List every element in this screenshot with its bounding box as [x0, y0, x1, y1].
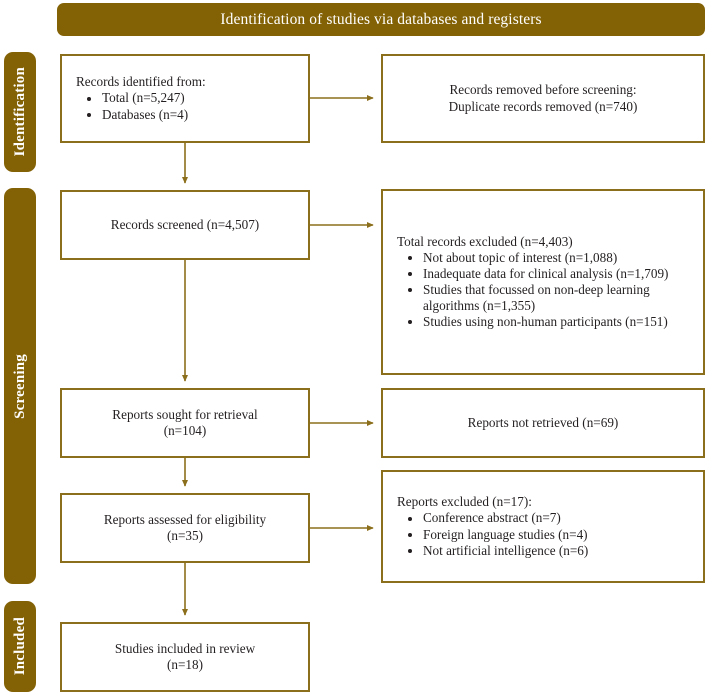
- box-records-excluded: Total records excluded (n=4,403) Not abo…: [381, 189, 705, 375]
- list-item-label: Studies that focussed on non-deep learni…: [423, 282, 650, 314]
- records-excluded-list: Not about topic of interest (n=1,088) In…: [397, 250, 693, 330]
- bullet-icon: [408, 548, 412, 553]
- bullet-icon: [408, 532, 412, 537]
- list-item-label: Studies using non-human participants (n=…: [423, 314, 668, 330]
- list-item-label: Inadequate data for clinical analysis (n…: [423, 265, 669, 281]
- bullet-icon: [408, 272, 412, 277]
- list-item: Total (n=5,247): [87, 90, 298, 106]
- studies-included-line2: (n=18): [166, 657, 203, 672]
- stage-label-screening: Screening: [11, 353, 28, 419]
- list-item-label: Conference abstract (n=7): [423, 510, 561, 526]
- list-item-label: Total (n=5,247): [102, 90, 185, 106]
- reports-sought-line2: (n=104): [163, 423, 207, 438]
- box-studies-included: Studies included in review (n=18): [60, 622, 310, 692]
- bullet-icon: [408, 516, 412, 521]
- bullet-icon: [408, 256, 412, 261]
- list-item: Foreign language studies (n=4): [408, 526, 693, 543]
- box-records-screened: Records screened (n=4,507): [60, 190, 310, 260]
- records-screened-line1: Records screened (n=4,507): [110, 216, 260, 232]
- studies-included-line1: Studies included in review: [114, 640, 256, 656]
- reports-excluded-heading: Reports excluded (n=17):: [397, 494, 532, 510]
- stage-bar-included: Included: [4, 601, 36, 692]
- box-records-identified: Records identified from: Total (n=5,247)…: [60, 54, 310, 143]
- list-item: Not artificial intelligence (n=6): [408, 542, 693, 559]
- reports-sought-line1: Reports sought for retrieval: [112, 406, 258, 422]
- diagram-header-banner: Identification of studies via databases …: [57, 3, 705, 36]
- stage-label-included: Included: [11, 617, 28, 676]
- reports-assessed-line1: Reports assessed for eligibility: [103, 511, 267, 527]
- list-item-label: Not about topic of interest (n=1,088): [423, 249, 618, 265]
- reports-not-retrieved-line1: Reports not retrieved (n=69): [467, 414, 619, 430]
- box-records-removed: Records removed before screening: Duplic…: [381, 54, 705, 143]
- list-item-label: Not artificial intelligence (n=6): [423, 542, 589, 558]
- box-reports-sought: Reports sought for retrieval (n=104): [60, 388, 310, 458]
- list-item: Databases (n=4): [87, 106, 298, 123]
- list-item: Conference abstract (n=7): [408, 510, 693, 526]
- list-item: Not about topic of interest (n=1,088): [408, 249, 693, 266]
- box-reports-assessed: Reports assessed for eligibility (n=35): [60, 493, 310, 563]
- records-identified-list: Total (n=5,247) Databases (n=4): [76, 90, 298, 122]
- stage-bar-identification: Identification: [4, 52, 36, 172]
- bullet-icon: [87, 112, 91, 117]
- reports-assessed-line2: (n=35): [166, 528, 203, 543]
- bullet-icon: [408, 288, 412, 293]
- bullet-icon: [87, 96, 91, 101]
- bullet-icon: [408, 320, 412, 325]
- records-excluded-heading: Total records excluded (n=4,403): [397, 233, 573, 249]
- stage-bar-screening: Screening: [4, 188, 36, 584]
- reports-excluded-list: Conference abstract (n=7) Foreign langua…: [397, 510, 693, 558]
- list-item-label: Databases (n=4): [102, 106, 189, 122]
- list-item-label: Foreign language studies (n=4): [423, 526, 588, 542]
- box-reports-excluded: Reports excluded (n=17): Conference abst…: [381, 470, 705, 583]
- list-item: Inadequate data for clinical analysis (n…: [408, 265, 693, 282]
- box-reports-not-retrieved: Reports not retrieved (n=69): [381, 388, 705, 458]
- stage-label-identification: Identification: [11, 67, 28, 157]
- records-removed-line2: Duplicate records removed (n=740): [448, 98, 638, 114]
- list-item: Studies that focussed on non-deep learni…: [408, 282, 693, 314]
- list-item: Studies using non-human participants (n=…: [408, 314, 693, 330]
- diagram-title: Identification of studies via databases …: [220, 10, 542, 28]
- records-identified-heading: Records identified from:: [76, 74, 206, 90]
- records-removed-line1: Records removed before screening:: [449, 82, 637, 98]
